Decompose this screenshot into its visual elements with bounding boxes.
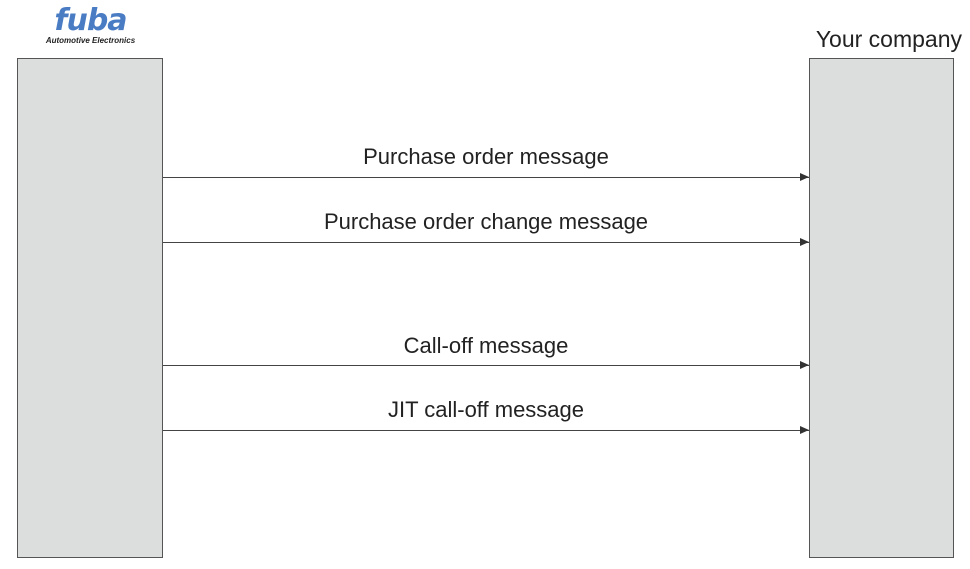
- message-label: Call-off message: [403, 333, 569, 358]
- message-arrow: [163, 172, 809, 181]
- message-arrow: [163, 425, 809, 434]
- message-arrow: [163, 237, 809, 246]
- logo-wordmark: fuba: [54, 3, 127, 38]
- message-label: Purchase order message: [363, 144, 609, 169]
- your-company-lifeline-box: [809, 58, 954, 558]
- message-label: Purchase order change message: [323, 209, 649, 234]
- message-arrow: [163, 360, 809, 369]
- fuba-lifeline-box: [17, 58, 163, 558]
- message-label: JIT call-off message: [387, 397, 585, 422]
- fuba-logo: fuba Automotive Electronics: [38, 3, 143, 46]
- logo-tagline: Automotive Electronics: [45, 36, 136, 45]
- your-company-label: Your company: [815, 26, 962, 52]
